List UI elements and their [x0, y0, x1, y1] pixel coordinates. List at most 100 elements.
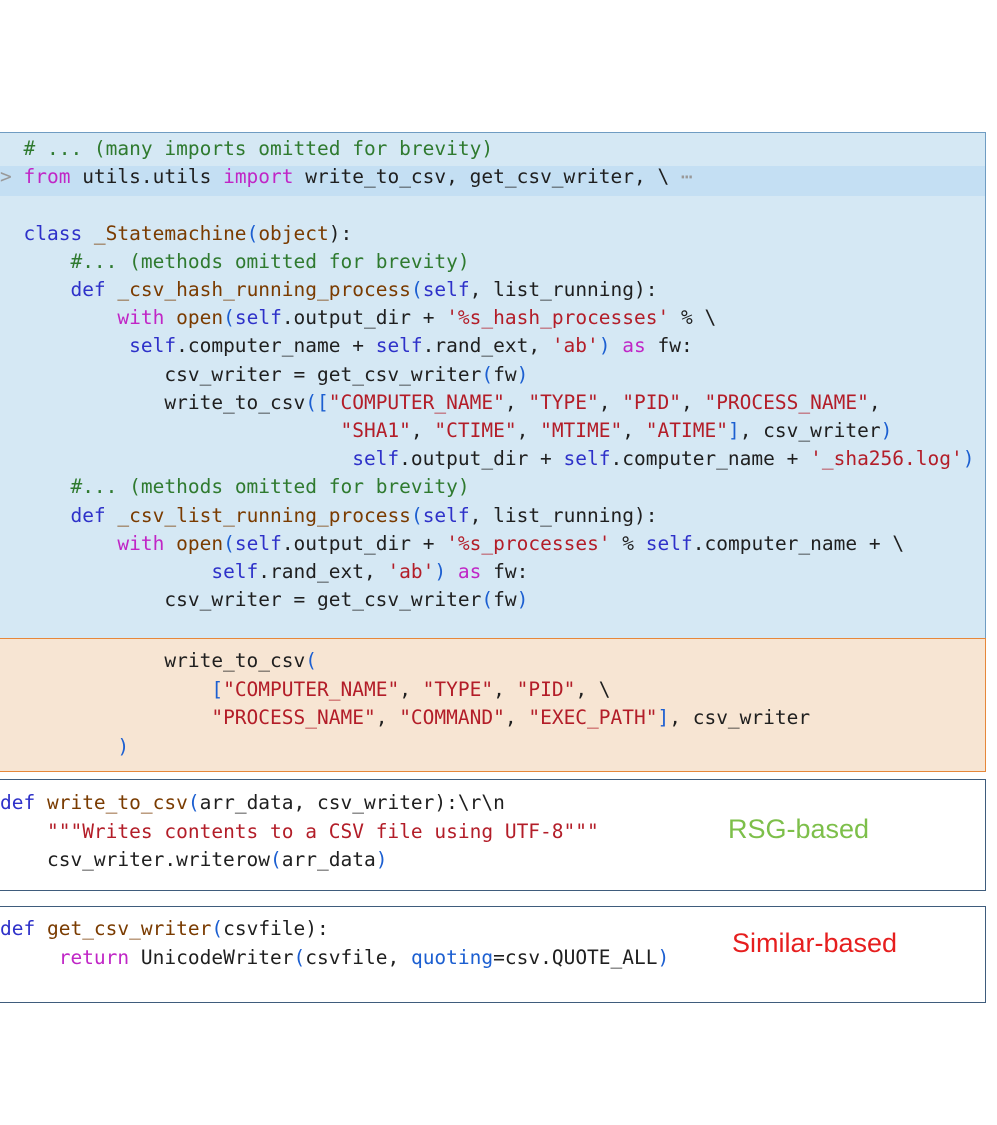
code-line: #... (methods omitted for brevity): [0, 248, 470, 276]
code-token: .computer_name + \: [692, 531, 905, 555]
code-token: [0, 222, 23, 245]
code-line: ["COMPUTER_NAME", "TYPE", "PID", \: [0, 676, 610, 704]
code-token: # ... (many imports omitted for brevity): [23, 137, 494, 160]
code-token: "COMPUTER_NAME": [328, 390, 505, 414]
code-token: [0, 946, 59, 969]
code-token: ): [657, 945, 670, 969]
code-token: ,: [504, 390, 529, 414]
code-token: [0, 504, 70, 527]
code-token: ,: [680, 390, 705, 414]
code-line: def get_csv_writer(csvfile):: [0, 915, 329, 943]
code-token: "SHA1": [340, 419, 411, 442]
code-token: [0, 334, 129, 357]
code-token: % \: [669, 306, 717, 330]
code-token: self: [352, 447, 400, 471]
code-token: =csv.QUOTE_ALL: [493, 945, 658, 969]
code-token: ): [516, 588, 529, 612]
code-token: self: [645, 531, 693, 555]
code-token: ,: [493, 677, 517, 701]
code-line: csv_writer.writerow(arr_data): [0, 846, 388, 874]
code-token: def: [70, 278, 106, 301]
code-token: [0, 475, 70, 498]
code-token: "PROCESS_NAME": [211, 706, 376, 729]
code-token: ): [880, 419, 893, 442]
code-token: .rand_ext,: [422, 334, 552, 358]
highlighted-import-row: [0, 166, 985, 196]
code-token: ,: [598, 390, 623, 414]
code-token: fw: [493, 362, 517, 386]
code-token: as: [622, 334, 646, 358]
code-token: from: [23, 165, 71, 189]
code-token: ⋯: [680, 165, 693, 189]
code-line: write_to_csv(["COMPUTER_NAME", "TYPE", "…: [0, 389, 881, 417]
completion-context-panel: [0, 638, 986, 772]
code-token: csv_writer = get_csv_writer: [0, 362, 482, 386]
code-token: get_csv_writer: [35, 917, 212, 940]
code-token: (: [410, 278, 423, 301]
code-token: write_to_csv, get_csv_writer, \: [293, 165, 681, 189]
code-token: _csv_hash_running_process: [105, 278, 411, 301]
code-token: '_sha256.log': [810, 447, 963, 471]
code-token: self: [375, 334, 423, 358]
code-token: (: [481, 588, 494, 612]
code-line: #... (methods omitted for brevity): [0, 473, 470, 501]
code-token: "PID": [516, 677, 576, 701]
code-token: write_to_csv: [0, 390, 306, 414]
code-token: [0, 735, 117, 758]
code-token: .output_dir +: [281, 306, 447, 330]
code-token: ): [117, 734, 130, 758]
code-token: "COMMAND": [399, 706, 505, 729]
code-token: ,: [375, 706, 400, 729]
code-token: [0, 706, 211, 729]
code-token: ): [375, 848, 388, 871]
code-token: "EXEC_PATH": [528, 706, 658, 729]
code-token: write_to_csv: [35, 791, 188, 814]
code-token: "ATIME": [645, 419, 728, 442]
code-token: fw: [493, 588, 517, 612]
code-token: _csv_list_running_process: [105, 503, 411, 527]
code-token: #... (methods omitted for brevity): [70, 249, 470, 273]
code-token: [164, 306, 176, 329]
code-token: csvfile: [223, 917, 306, 940]
code-token: , csv_writer: [669, 706, 811, 729]
code-token: ): [598, 334, 623, 358]
code-token: "MTIME": [540, 419, 623, 442]
code-line: self.computer_name + self.rand_ext, 'ab'…: [0, 332, 693, 360]
code-token: with: [117, 306, 165, 330]
code-token: (: [410, 503, 423, 527]
code-token: (: [305, 649, 317, 672]
code-token: """Writes contents to a CSV file using U…: [46, 819, 599, 843]
code-token: , list_running: [469, 503, 635, 527]
code-line: csv_writer = get_csv_writer(fw): [0, 361, 528, 389]
code-token: def: [0, 917, 36, 940]
code-token: csv_writer = get_csv_writer: [0, 588, 482, 612]
code-token: as: [457, 560, 482, 583]
code-token: .computer_name +: [176, 334, 376, 358]
code-token: ,: [410, 419, 435, 442]
code-token: "CTIME": [434, 419, 517, 442]
code-token: (: [223, 531, 235, 555]
code-token: ,: [868, 390, 881, 414]
code-token: (: [270, 848, 282, 871]
code-token: self: [211, 560, 259, 583]
main-code-panel: [0, 132, 986, 639]
code-token: ): [516, 362, 529, 386]
code-token: _Statemachine: [82, 221, 247, 245]
code-token: class: [23, 221, 83, 245]
code-token: (: [481, 362, 494, 386]
code-token: ([: [305, 390, 329, 414]
code-token: [164, 532, 176, 555]
code-token: [0, 306, 117, 329]
code-token: [0, 678, 211, 701]
code-token: ):: [634, 503, 658, 527]
code-token: csvfile,: [305, 945, 411, 969]
code-token: [0, 532, 117, 555]
code-token: , list_running: [469, 278, 635, 301]
code-token: >: [0, 165, 24, 189]
code-line: """Writes contents to a CSV file using U…: [0, 818, 599, 846]
code-token: 'ab': [551, 334, 599, 358]
code-token: [0, 820, 47, 843]
code-token: "COMPUTER_NAME": [223, 677, 400, 701]
code-token: ]: [727, 419, 740, 442]
code-token: #... (methods omitted for brevity): [70, 475, 470, 499]
